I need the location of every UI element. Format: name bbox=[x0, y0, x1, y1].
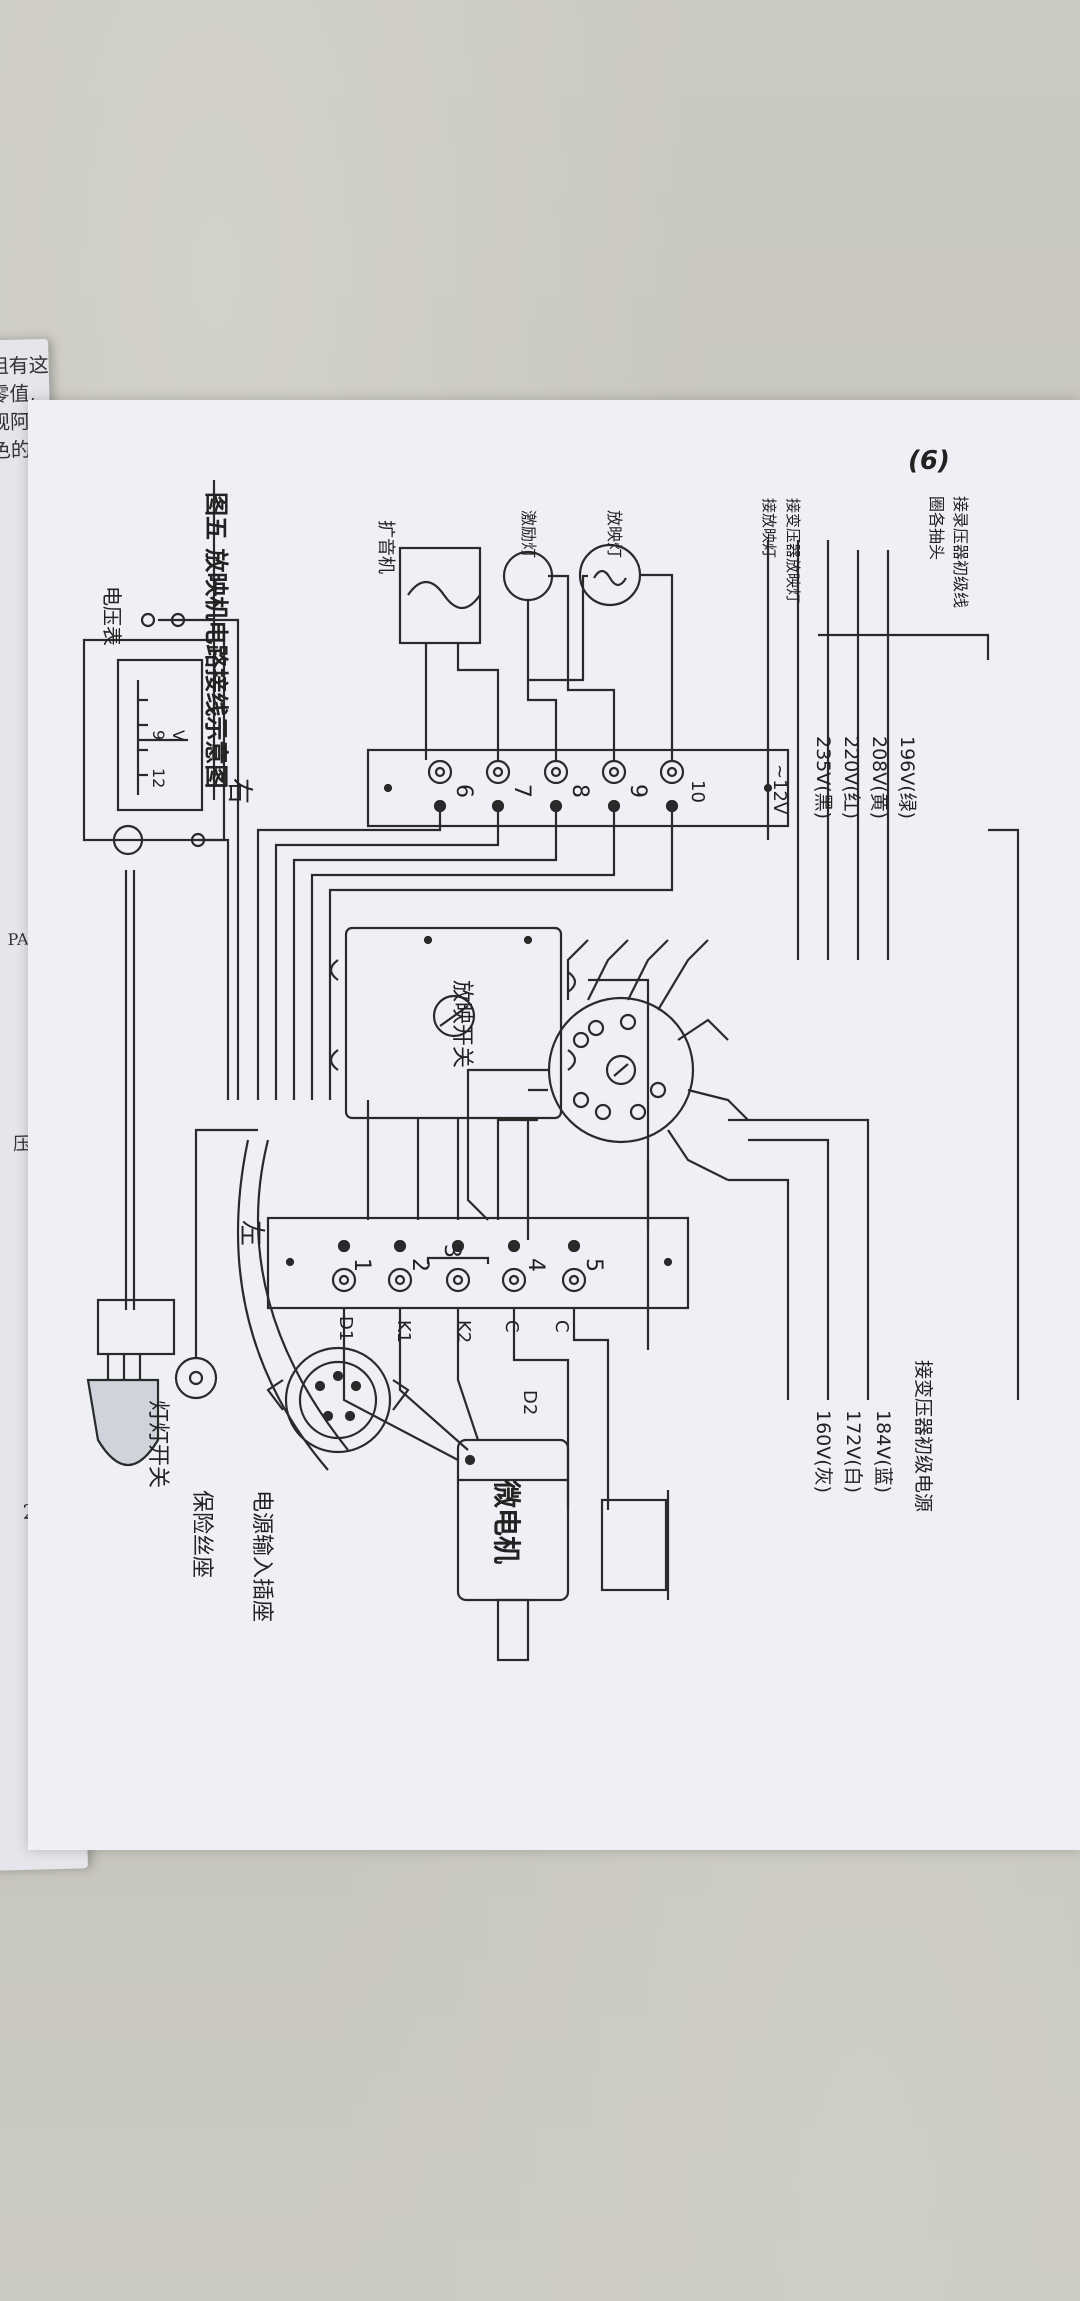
voltage-selector bbox=[547, 996, 695, 1144]
upper-taps-note: 接录压器初级线圈各抽头 bbox=[927, 496, 970, 609]
terminal-4-label: 4 bbox=[523, 1258, 548, 1272]
wire-label-c2: C bbox=[551, 1320, 572, 1333]
voltmeter-face bbox=[116, 658, 204, 812]
amplifier-wave bbox=[407, 580, 481, 610]
tap-172v: 172V(白) bbox=[842, 1410, 864, 1494]
right-terminals bbox=[427, 759, 685, 813]
amplifier-box bbox=[398, 546, 482, 645]
voltmeter-scale-unit: V bbox=[169, 730, 188, 741]
voltmeter-label: 电压表 bbox=[100, 586, 124, 646]
wire-label-d1: D1 bbox=[335, 1316, 356, 1342]
motor-label: 微电机 bbox=[490, 1480, 523, 1565]
exciter-lamp-circle bbox=[502, 550, 554, 602]
terminal-10-label: 10 bbox=[687, 780, 708, 803]
power-socket-label: 电源输入插座 bbox=[249, 1490, 274, 1623]
fuse-holder-label: 保险丝座 bbox=[189, 1490, 214, 1579]
capacitor-box bbox=[600, 1498, 668, 1592]
terminal-3-label: 3 bbox=[439, 1244, 464, 1258]
lamp-switch-body bbox=[96, 1298, 176, 1356]
wire-label-k1: K1 bbox=[393, 1320, 414, 1344]
diagram-page: 图五 放映机电路接线示意图 右 左 扩音机 激励灯 放映灯 电压表 9 12 V… bbox=[28, 400, 1080, 1850]
terminal-9-label: 9 bbox=[625, 784, 650, 798]
tap-235v: 235V(黑) bbox=[812, 736, 834, 820]
terminal-5-label: 5 bbox=[581, 1258, 606, 1272]
page-number: (6) bbox=[908, 446, 950, 476]
terminal-7-label: 7 bbox=[509, 784, 534, 798]
terminal-6-label: 6 bbox=[451, 784, 476, 798]
voltmeter-scale-9: 9 bbox=[149, 730, 168, 741]
left-terminal-board bbox=[266, 1216, 690, 1310]
voltmeter-body bbox=[82, 638, 226, 842]
board-left-label: 左 bbox=[236, 1220, 266, 1247]
power-input-socket bbox=[284, 1346, 392, 1454]
voltmeter-scale-12: 12 bbox=[149, 768, 168, 789]
figure-title: 图五 放映机电路接线示意图 bbox=[202, 492, 230, 789]
lower-taps-note: 接变压器初级电源 bbox=[912, 1360, 934, 1513]
amplifier-label: 扩音机 bbox=[375, 520, 396, 574]
selector-knob bbox=[432, 994, 476, 1038]
selector-switch-box bbox=[344, 926, 563, 1120]
terminal-2-label: 2 bbox=[407, 1258, 432, 1272]
board-right-label: 右 bbox=[224, 778, 254, 805]
wire-label-k2: K2 bbox=[453, 1320, 474, 1344]
selector-switch-label: 放映开关 bbox=[449, 980, 474, 1069]
exciter-lamp-label: 激励灯 bbox=[519, 510, 538, 559]
tap-196v: 196V(绿) bbox=[896, 736, 918, 820]
lamp-note-left: 接放映灯 bbox=[760, 498, 778, 559]
left-page-text: 阻有这 bbox=[0, 352, 49, 379]
tap-208v: 208V(黄) bbox=[868, 736, 890, 820]
wiring-diagram bbox=[82, 480, 1020, 1662]
wire-label-d2: D2 bbox=[519, 1390, 540, 1416]
lamp-voltage: ~12V bbox=[769, 764, 790, 815]
lamp-switch-label: 灯灯开关 bbox=[145, 1400, 170, 1489]
terminal-8-label: 8 bbox=[567, 784, 592, 798]
tap-184v: 184V(蓝) bbox=[872, 1410, 894, 1494]
wire-label-c1: C bbox=[501, 1320, 522, 1333]
left-terminals bbox=[331, 1239, 587, 1293]
lamp-note-right: 接变压器放映灯 bbox=[784, 498, 802, 604]
tap-160v: 160V(灰) bbox=[812, 1410, 834, 1494]
tap-220v: 220V(红) bbox=[840, 736, 862, 820]
terminal-1-label: 1 bbox=[349, 1258, 374, 1272]
projection-lamp-label: 放映灯 bbox=[605, 510, 624, 559]
fuse-holder bbox=[174, 1356, 218, 1400]
right-terminal-board bbox=[366, 748, 790, 828]
projection-lamp-filament bbox=[593, 569, 627, 587]
